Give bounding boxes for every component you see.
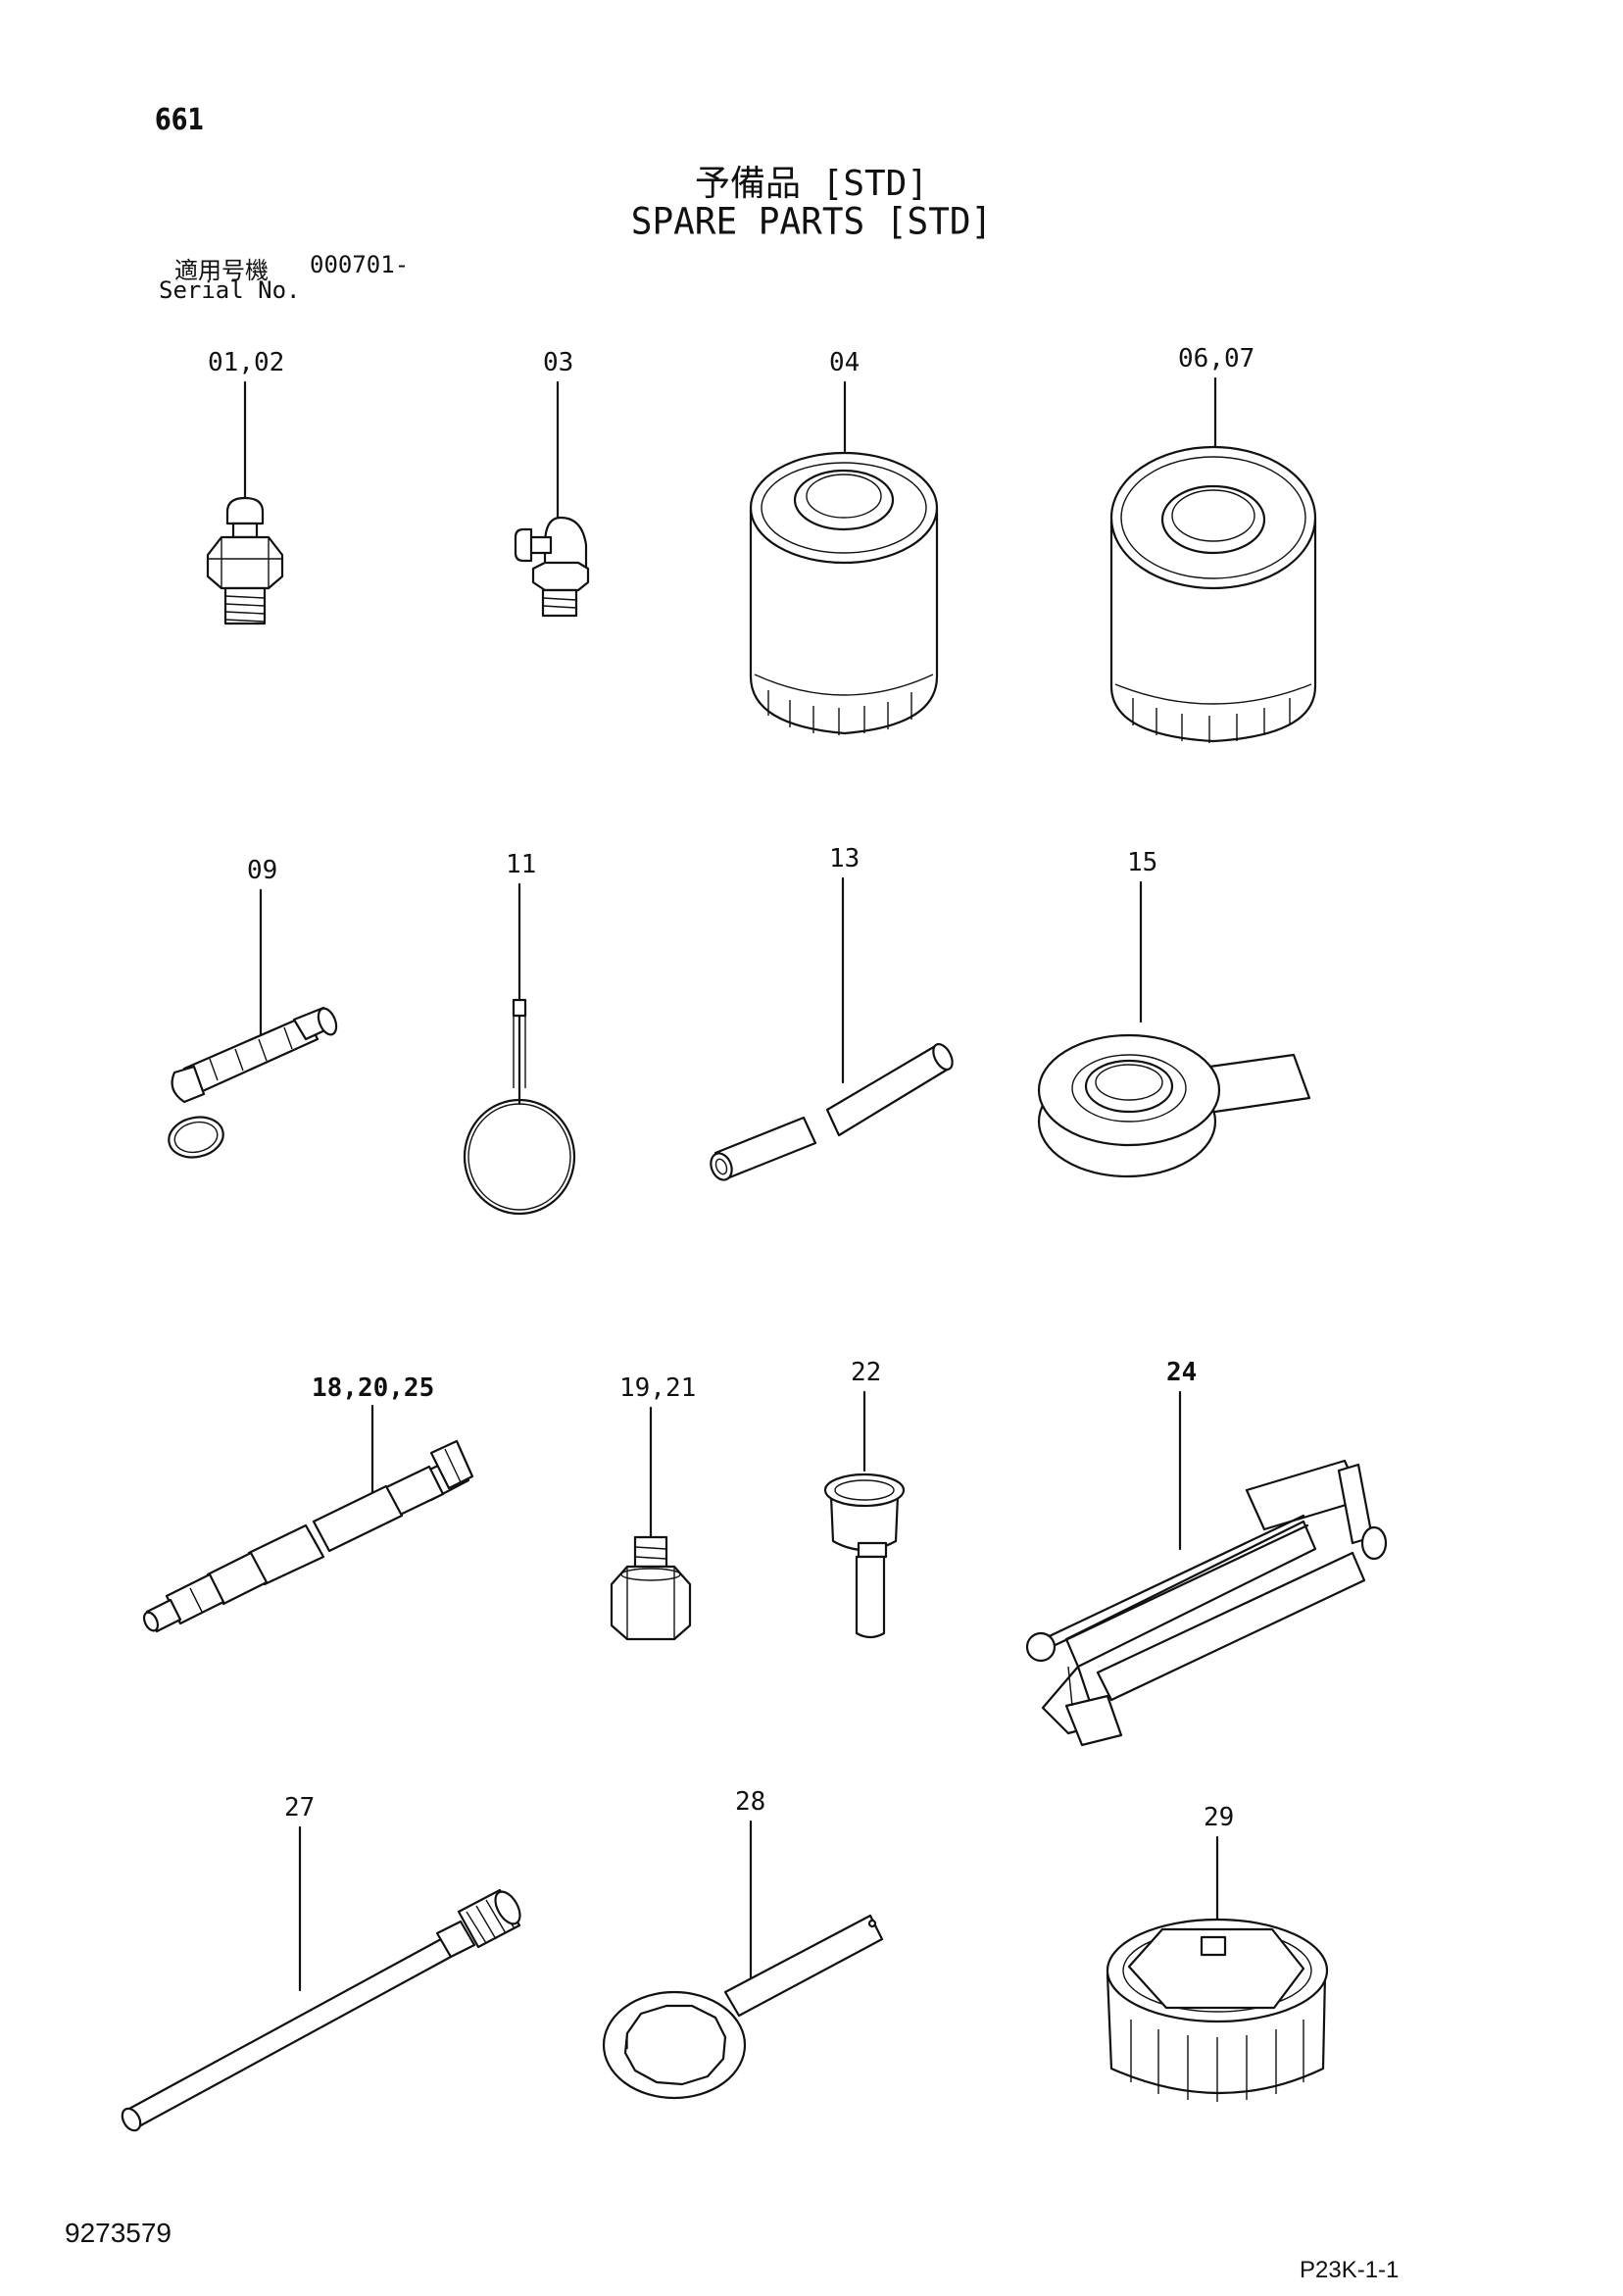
serial-label-japanese: 適用号機 (174, 257, 269, 284)
callout-27: 27 (284, 1793, 315, 1822)
callout-22: 22 (851, 1358, 881, 1387)
part-22-installer-tool[interactable]: 22 (823, 1358, 906, 1639)
serial-label-english: Serial No. (159, 276, 301, 304)
page-title-japanese: 予備品 [STD] (694, 164, 929, 204)
page-number: 661 (155, 103, 205, 137)
part-11-o-ring[interactable]: 11 (463, 850, 576, 1216)
callout-03: 03 (543, 348, 573, 377)
part-19-21-adapter[interactable]: 19,21 (610, 1373, 696, 1641)
part-13-tube[interactable]: 13 (707, 844, 956, 1183)
callout-19-21: 19,21 (619, 1373, 696, 1403)
callout-11: 11 (506, 850, 536, 879)
page-title-english: SPARE PARTS [STD] (630, 200, 993, 244)
part-01-02-grease-fitting[interactable]: 01,02 (206, 348, 284, 625)
drawing-number: 9273579 (65, 2218, 172, 2248)
part-06-07-filter-element[interactable]: 06,07 (1109, 344, 1317, 743)
part-18-20-25-hose-assembly[interactable]: 18,20,25 (141, 1373, 474, 1633)
part-28-spanner-wrench[interactable]: 28 (602, 1787, 884, 2100)
part-29-filter-wrench[interactable]: 29 (1106, 1803, 1329, 2102)
part-09-strainer[interactable]: 09 (165, 856, 339, 1162)
callout-13: 13 (829, 844, 860, 873)
callout-09: 09 (247, 856, 277, 885)
part-03-angle-grease-fitting[interactable]: 03 (514, 348, 590, 618)
callout-15: 15 (1127, 848, 1157, 877)
serial-number-range: 000701- (310, 251, 410, 278)
callout-06-07: 06,07 (1178, 344, 1254, 374)
callout-04: 04 (829, 348, 860, 377)
part-15-seal-tape[interactable]: 15 (1037, 848, 1311, 1178)
sheet-code: P23K-1-1 (1300, 2257, 1400, 2283)
part-27-extension-bar[interactable]: 27 (119, 1793, 525, 2133)
callout-29: 29 (1204, 1803, 1234, 1832)
part-04-filter-cartridge[interactable]: 04 (749, 348, 939, 735)
callout-01-02: 01,02 (208, 348, 284, 377)
callout-28: 28 (735, 1787, 765, 1817)
callout-24: 24 (1166, 1358, 1197, 1387)
callout-18-20-25: 18,20,25 (312, 1373, 434, 1403)
part-24-hand-pump[interactable]: 24 (1025, 1358, 1388, 1747)
